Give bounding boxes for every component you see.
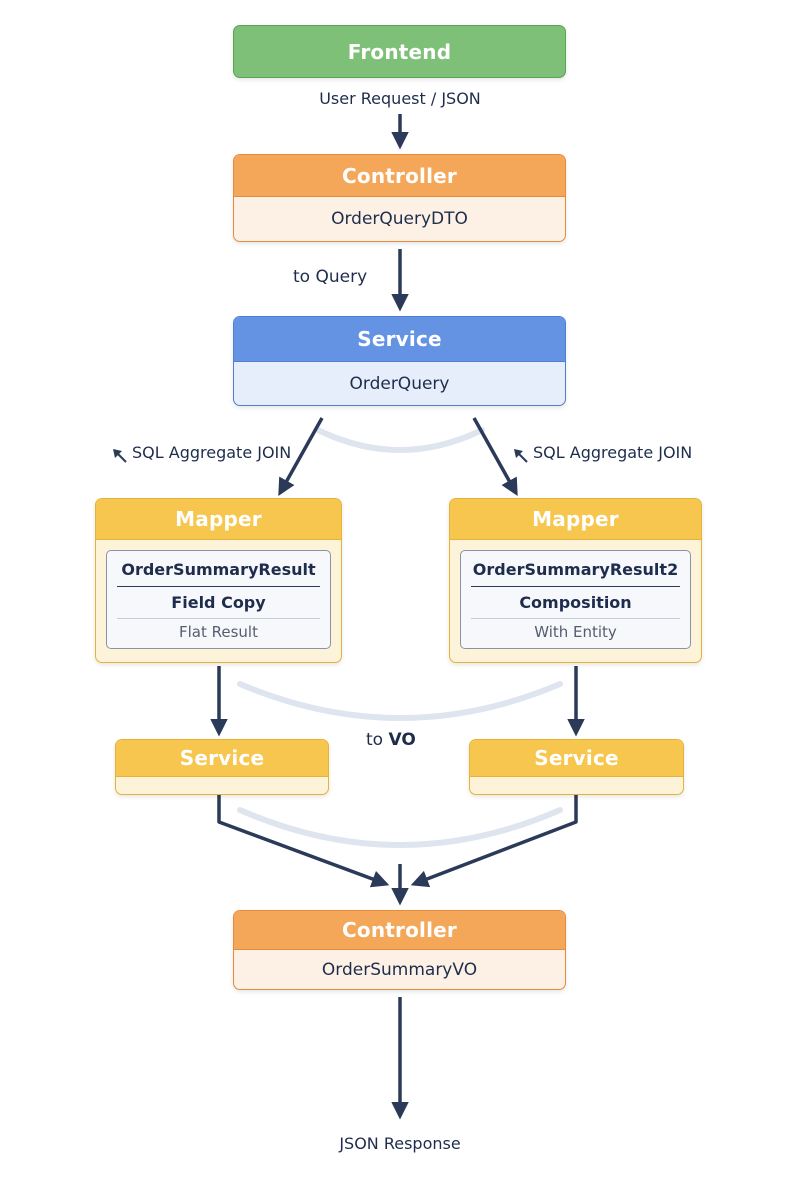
edge-label-to-vo-suffix: VO bbox=[388, 730, 416, 750]
decorative-arc-middle bbox=[237, 681, 563, 721]
cursor-arrow-icon-right bbox=[514, 449, 528, 463]
divider bbox=[471, 618, 680, 619]
controller-bottom-object: OrderSummaryVO bbox=[321, 960, 478, 980]
edge-label-to-vo: to VO bbox=[366, 730, 416, 750]
controller-bottom-title: Controller bbox=[234, 911, 565, 950]
arrow-service-to-mapper-right bbox=[472, 417, 518, 497]
mapper-right-note: With Entity bbox=[534, 623, 617, 641]
edge-label-to-query: to Query bbox=[293, 267, 368, 287]
controller-node-top: Controller OrderQueryDTO bbox=[233, 154, 566, 242]
service-left-title: Service bbox=[116, 740, 328, 777]
service-top-object: OrderQuery bbox=[349, 374, 450, 394]
mapper-left-strategy: Field Copy bbox=[171, 593, 266, 612]
edge-label-user-request: User Request / JSON bbox=[319, 89, 481, 108]
divider bbox=[117, 618, 320, 619]
service-right-title: Service bbox=[470, 740, 683, 777]
controller-top-title: Controller bbox=[234, 155, 565, 197]
edge-label-sql-left: SQL Aggregate JOIN bbox=[132, 443, 292, 462]
mapper-left-note: Flat Result bbox=[179, 623, 258, 641]
frontend-node: Frontend bbox=[233, 25, 566, 78]
mapper-left-result-card: OrderSummaryResult Field Copy Flat Resul… bbox=[106, 550, 331, 649]
divider bbox=[117, 586, 320, 587]
service-node-left: Service bbox=[115, 739, 329, 795]
service-node-right: Service bbox=[469, 739, 684, 795]
decorative-arc-bottom bbox=[237, 807, 563, 848]
service-node-top: Service OrderQuery bbox=[233, 316, 566, 406]
arrow-service-to-mapper-left bbox=[278, 417, 324, 497]
controller-top-object: OrderQueryDTO bbox=[331, 209, 468, 229]
edge-label-to-vo-prefix: to bbox=[366, 730, 384, 750]
mapper-left-result: OrderSummaryResult bbox=[121, 560, 316, 579]
arrow-service-left-to-controller bbox=[217, 786, 390, 888]
frontend-title: Frontend bbox=[347, 39, 452, 64]
mapper-right-title: Mapper bbox=[450, 499, 701, 540]
mapper-node-left: Mapper OrderSummaryResult Field Copy Fla… bbox=[95, 498, 342, 663]
mapper-node-right: Mapper OrderSummaryResult2 Composition W… bbox=[449, 498, 702, 663]
decorative-arc-top bbox=[315, 427, 485, 453]
mapper-right-result-card: OrderSummaryResult2 Composition With Ent… bbox=[460, 550, 691, 649]
edge-label-sql-right: SQL Aggregate JOIN bbox=[533, 443, 693, 462]
service-top-title: Service bbox=[234, 317, 565, 362]
mapper-right-strategy: Composition bbox=[519, 593, 632, 612]
edge-label-json-response: JSON Response bbox=[339, 1134, 461, 1153]
mapper-left-title: Mapper bbox=[96, 499, 341, 540]
arrow-service-right-to-controller bbox=[410, 786, 578, 888]
divider bbox=[471, 586, 680, 587]
mapper-right-result: OrderSummaryResult2 bbox=[472, 560, 679, 579]
cursor-arrow-icon-left bbox=[113, 449, 127, 463]
controller-node-bottom: Controller OrderSummaryVO bbox=[233, 910, 566, 990]
